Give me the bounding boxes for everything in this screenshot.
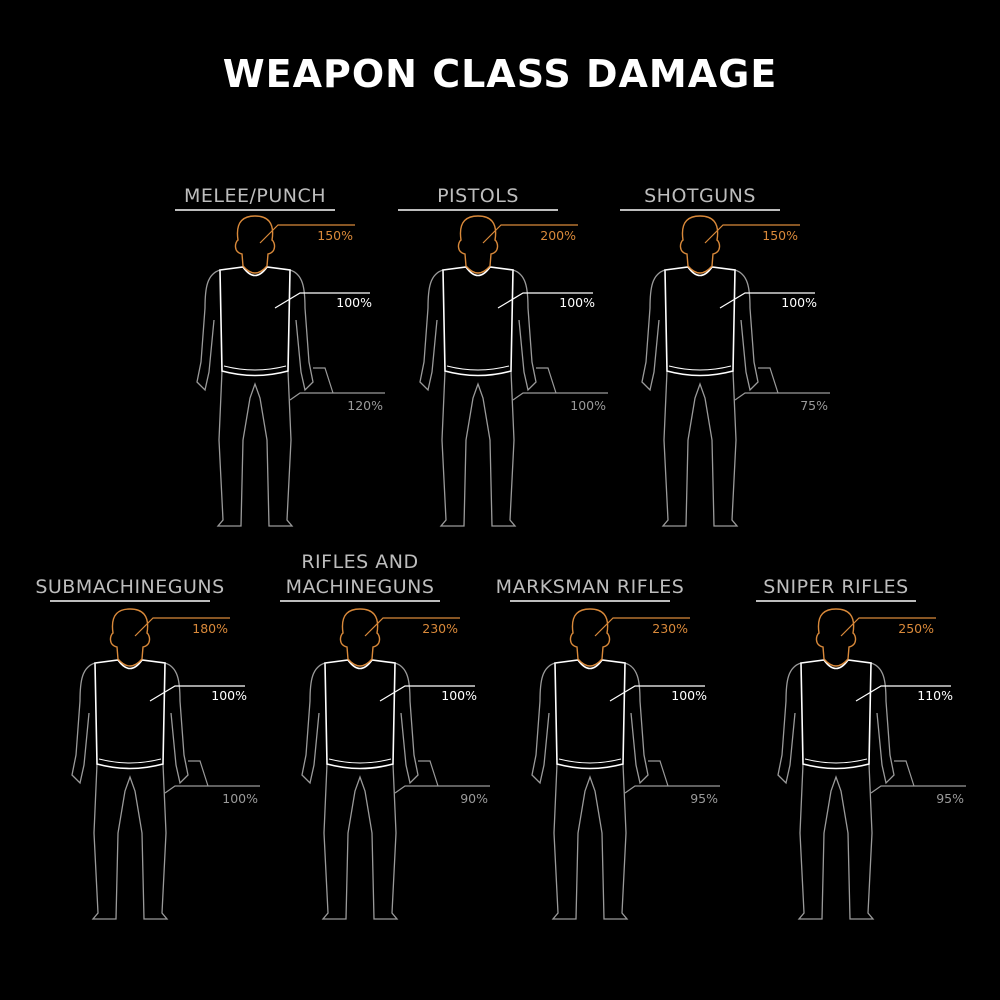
legs-bracket-line [536, 367, 557, 394]
body-figure: 230% 100% 95% [531, 608, 720, 920]
legs-bracket-line [313, 367, 334, 394]
class-title: MACHINEGUNS [286, 576, 435, 598]
weapon-class-group: SNIPER RIFLES 250% 110% 95% [756, 576, 966, 920]
torso-damage: 100% [441, 688, 477, 703]
torso-leader-line [609, 685, 705, 702]
legs-leader-line [624, 785, 720, 794]
head-outline [815, 608, 857, 667]
weapon-class-group: RIFLES AND MACHINEGUNS 230% 100% 90% [280, 551, 490, 920]
weapon-class-group: PISTOLS 200% 100% 100% [398, 185, 608, 527]
legs-damage: 120% [347, 398, 383, 413]
legs-bracket-line [758, 367, 779, 394]
body-figure: 150% 100% 120% [196, 215, 385, 527]
body-figure: 150% 100% 75% [641, 215, 830, 527]
head-leader-line [482, 224, 578, 244]
class-title: SHOTGUNS [644, 185, 756, 207]
class-title: MARKSMAN RIFLES [496, 576, 685, 598]
head-leader-line [364, 617, 460, 637]
legs-damage: 100% [570, 398, 606, 413]
head-leader-line [134, 617, 230, 637]
torso-damage: 100% [336, 295, 372, 310]
head-damage: 230% [652, 621, 688, 636]
torso-leader-line [149, 685, 245, 702]
legs-leader-line [164, 785, 260, 794]
head-outline [679, 215, 721, 274]
body-figure: 230% 100% 90% [301, 608, 490, 920]
legs-bracket-line [188, 760, 209, 787]
legs-damage: 75% [800, 398, 828, 413]
legs-damage: 100% [222, 791, 258, 806]
head-damage: 180% [192, 621, 228, 636]
head-damage: 250% [898, 621, 934, 636]
head-damage: 200% [540, 228, 576, 243]
legs-leader-line [734, 392, 830, 401]
body-figure: 250% 110% 95% [777, 608, 966, 920]
torso-damage: 100% [671, 688, 707, 703]
head-damage: 230% [422, 621, 458, 636]
page-title: WEAPON CLASS DAMAGE [222, 52, 778, 96]
legs-damage: 90% [460, 791, 488, 806]
weapon-class-group: MARKSMAN RIFLES 230% 100% 95% [496, 576, 720, 920]
body-figure: 200% 100% 100% [419, 215, 608, 527]
weapon-class-group: SHOTGUNS 150% 100% 75% [620, 185, 830, 527]
class-title: RIFLES AND [301, 551, 418, 573]
legs-leader-line [512, 392, 608, 401]
head-outline [234, 215, 276, 274]
head-outline [339, 608, 381, 667]
head-outline [569, 608, 611, 667]
torso-damage: 100% [559, 295, 595, 310]
torso-leader-line [497, 292, 593, 309]
head-leader-line [594, 617, 690, 637]
head-outline [109, 608, 151, 667]
torso-leader-line [274, 292, 370, 309]
legs-leader-line [394, 785, 490, 794]
class-title: MELEE/PUNCH [184, 185, 326, 207]
class-title: SNIPER RIFLES [763, 576, 908, 598]
torso-leader-line [379, 685, 475, 702]
legs-bracket-line [648, 760, 669, 787]
class-title: PISTOLS [437, 185, 519, 207]
torso-damage: 100% [211, 688, 247, 703]
legs-bracket-line [418, 760, 439, 787]
head-damage: 150% [762, 228, 798, 243]
head-leader-line [704, 224, 800, 244]
legs-damage: 95% [936, 791, 964, 806]
torso-damage: 100% [781, 295, 817, 310]
weapon-class-group: MELEE/PUNCH 150% 100% 120% [175, 185, 385, 527]
head-damage: 150% [317, 228, 353, 243]
torso-leader-line [855, 685, 951, 702]
weapon-class-group: SUBMACHINEGUNS 180% 100% 100% [35, 576, 260, 920]
head-outline [457, 215, 499, 274]
legs-leader-line [289, 392, 385, 401]
class-title: SUBMACHINEGUNS [35, 576, 224, 598]
legs-leader-line [870, 785, 966, 794]
legs-bracket-line [894, 760, 915, 787]
torso-leader-line [719, 292, 815, 309]
legs-damage: 95% [690, 791, 718, 806]
head-leader-line [259, 224, 355, 244]
body-figure: 180% 100% 100% [71, 608, 260, 920]
torso-damage: 110% [917, 688, 953, 703]
head-leader-line [840, 617, 936, 637]
